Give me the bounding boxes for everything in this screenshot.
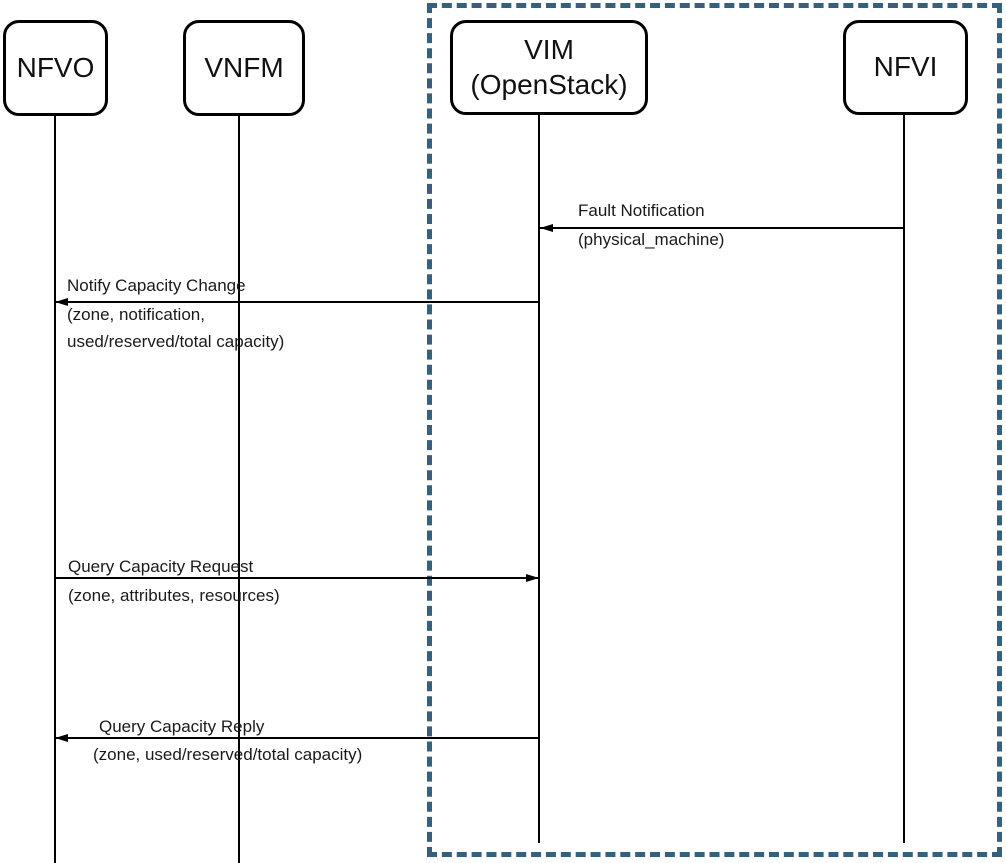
actor-label-vnfm: VNFM bbox=[204, 51, 284, 83]
lifeline-vim bbox=[538, 115, 540, 843]
actor-label-vim: VIM bbox=[524, 34, 574, 66]
actor-box-nfvi: NFVI bbox=[843, 20, 968, 115]
arrowhead-left-icon bbox=[55, 733, 68, 742]
lifeline-nfvi bbox=[903, 115, 905, 843]
message-line-fault-notification bbox=[540, 227, 904, 229]
message-params-query-capacity-request: (zone, attributes, resources) bbox=[68, 586, 280, 605]
message-line-query-capacity-request bbox=[55, 577, 539, 579]
message-params-notify-capacity-change-line2: used/reserved/total capacity) bbox=[67, 332, 285, 351]
actor-box-vnfm: VNFM bbox=[183, 20, 305, 116]
system-boundary-box bbox=[427, 3, 1002, 857]
message-params-query-capacity-reply: (zone, used/reserved/total capacity) bbox=[93, 745, 363, 764]
message-title-fault-notification: Fault Notification bbox=[578, 201, 705, 220]
actor-label-nfvi: NFVI bbox=[873, 51, 938, 83]
arrowhead-left-icon bbox=[55, 297, 68, 306]
message-title-query-capacity-reply: Query Capacity Reply bbox=[99, 717, 265, 736]
arrowhead-right-icon bbox=[526, 573, 539, 582]
lifeline-vnfm bbox=[238, 116, 240, 863]
message-line-notify-capacity-change bbox=[55, 301, 539, 303]
message-title-query-capacity-request: Query Capacity Request bbox=[68, 557, 254, 576]
actor-sublabel-vim: (OpenStack) bbox=[470, 68, 628, 100]
actor-box-vim: VIM (OpenStack) bbox=[450, 20, 648, 115]
message-title-notify-capacity-change: Notify Capacity Change bbox=[67, 276, 246, 295]
actor-box-nfvo: NFVO bbox=[3, 20, 108, 116]
message-params-notify-capacity-change-line1: (zone, notification, bbox=[67, 305, 205, 324]
actor-label-nfvo: NFVO bbox=[16, 51, 95, 83]
arrowhead-left-icon bbox=[540, 223, 553, 232]
message-params-fault-notification: (physical_machine) bbox=[578, 230, 725, 249]
lifeline-nfvo bbox=[54, 116, 56, 863]
message-line-query-capacity-reply bbox=[55, 737, 539, 739]
